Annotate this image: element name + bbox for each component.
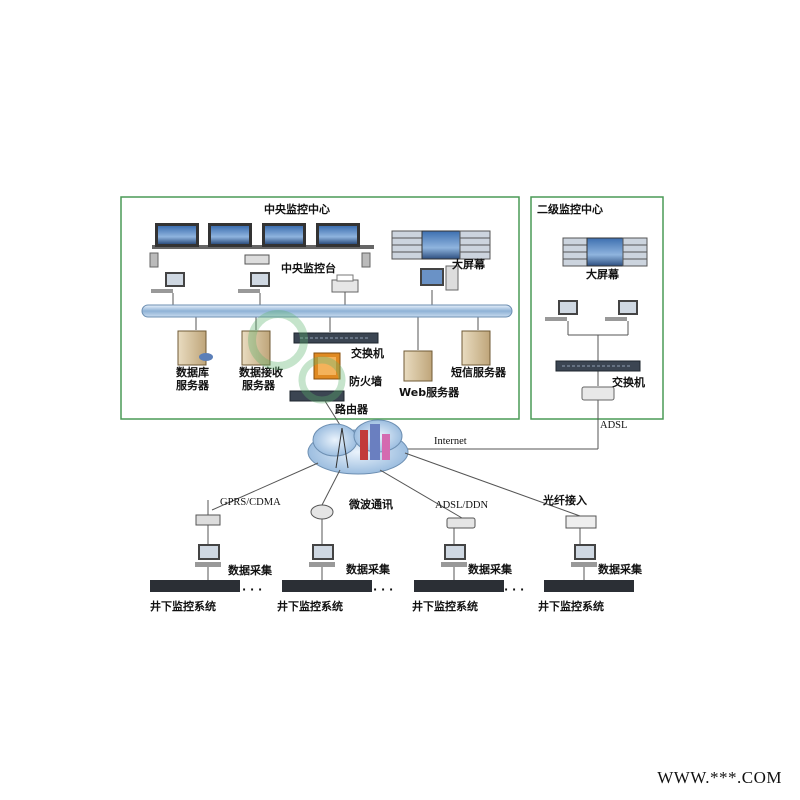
switch-icon [293, 332, 379, 344]
pc-icon [195, 544, 221, 567]
bus-connectors [172, 290, 479, 350]
receiver-server-label-1: 数据接收 [239, 365, 283, 379]
speaker-icon [149, 252, 371, 268]
firewall-label: 防火墙 [349, 374, 382, 388]
central-center-title: 中央监控中心 [264, 202, 330, 216]
monitoring-rack-icon [414, 580, 504, 592]
underground-label-4: 井下监控系统 [538, 599, 604, 613]
internet-cloud-icon [307, 419, 409, 475]
underground-label-2: 井下监控系统 [277, 599, 343, 613]
central-console-label: 中央监控台 [281, 261, 336, 275]
pc-icon [571, 544, 597, 567]
internet-label: Internet [434, 436, 467, 447]
link-label-adsl-ddn: ADSL/DDN [435, 500, 489, 511]
database-server-label-1: 数据库 [176, 365, 209, 379]
ellipsis-2: · · · [373, 583, 393, 596]
data-collection-label-2: 数据采集 [346, 562, 391, 576]
branch-links [211, 452, 581, 519]
underground-label-3: 井下监控系统 [412, 599, 478, 613]
web-server-label: Web服务器 [399, 385, 460, 399]
router-uplink [324, 400, 341, 426]
monitor-icon [155, 223, 199, 247]
microwave-dish-icon [310, 504, 334, 520]
underground-label-1: 井下监控系统 [150, 599, 216, 613]
receiver-server-icon [241, 330, 271, 366]
fiber-terminal-icon [565, 515, 597, 529]
link-label-fiber: 光纤接入 [542, 493, 587, 507]
pc-icon [441, 544, 467, 567]
link-label-gprs: GPRS/CDMA [220, 497, 281, 508]
adsl-modem-icon [581, 386, 615, 401]
database-server-icon [177, 330, 213, 366]
data-collection-label-1: 数据采集 [228, 563, 273, 577]
site-4 [544, 515, 634, 592]
monitoring-rack-icon [282, 580, 372, 592]
monitor-wall [149, 223, 374, 268]
web-server-icon [403, 350, 433, 382]
lan-bus [141, 304, 513, 318]
secondary-center-frame [530, 196, 664, 420]
database-server-label-2: 服务器 [176, 378, 210, 392]
adsl-modem-icon [446, 517, 476, 529]
gprs-modem-icon [195, 500, 221, 526]
data-collection-label-3: 数据采集 [468, 562, 513, 576]
workstation-icon [605, 300, 638, 321]
site-2 [282, 504, 372, 592]
monitor-icon [316, 223, 360, 247]
sms-server-label: 短信服务器 [451, 365, 507, 379]
monitoring-rack-icon [544, 580, 634, 592]
receiver-server-label-2: 服务器 [242, 378, 276, 392]
secondary-center-title: 二级监控中心 [537, 202, 603, 216]
central-big-screen-label: 大屏幕 [452, 257, 486, 271]
ellipsis-1: · · · [242, 583, 262, 596]
monitoring-rack-icon [150, 580, 240, 592]
secondary-connectors [398, 321, 629, 450]
secondary-big-screen-label: 大屏幕 [586, 267, 620, 281]
big-screen-icon [391, 230, 491, 291]
site-3 [414, 517, 504, 592]
secondary-switch-label: 交换机 [612, 375, 645, 389]
pc-icon [309, 544, 335, 567]
workstation-icon [545, 300, 578, 321]
monitor-icon [262, 223, 306, 247]
printer-icon [331, 274, 359, 293]
sms-server-icon [461, 330, 491, 366]
data-collection-label-4: 数据采集 [598, 562, 643, 576]
console-device-icon [244, 254, 270, 265]
workstation-icon [151, 272, 185, 293]
secondary-big-screen-icon [562, 237, 648, 267]
footer-url: WWW.***.COM [657, 768, 782, 787]
site-1 [150, 500, 240, 592]
secondary-switch-icon [555, 360, 641, 372]
router-label: 路由器 [335, 402, 369, 416]
link-label-microwave: 微波通讯 [348, 497, 393, 511]
monitor-icon [208, 223, 252, 247]
watermark-logo [248, 310, 346, 404]
ellipsis-3: · · · [504, 583, 524, 596]
central-center-frame [120, 196, 520, 420]
router-icon [289, 390, 345, 402]
workstation-icon [238, 272, 270, 293]
secondary-adsl-label: ADSL [600, 420, 627, 431]
firewall-icon [313, 352, 341, 380]
central-switch-label: 交换机 [351, 346, 384, 360]
